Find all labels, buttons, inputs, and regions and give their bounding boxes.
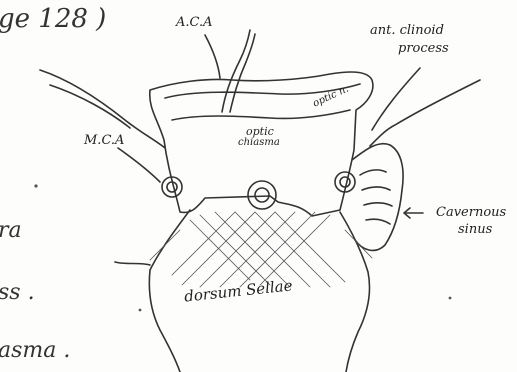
label-optic-chiasma-line1: optic — [246, 126, 274, 137]
margin-fragment-1: ra — [0, 220, 22, 242]
label-cavernous-line1: Cavernous — [436, 206, 506, 219]
label-optic-chiasma-line2: chiasma — [238, 138, 280, 148]
margin-fragment-2: ss . — [0, 282, 35, 304]
margin-fragment-3: asma . — [0, 340, 70, 362]
label-cavernous-line2: sinus — [458, 223, 492, 236]
label-ant-clinoid-line1: ant. clinoid — [370, 24, 444, 37]
cavernous-sinus-outline — [352, 144, 403, 251]
header-fragment: ge 128 ) — [0, 6, 106, 32]
pituitary-stalk — [248, 181, 276, 209]
aca-vessel — [222, 30, 250, 112]
right-dura-line — [370, 80, 480, 146]
label-mca: M.C.A — [84, 134, 124, 147]
label-aca: A.C.A — [176, 16, 213, 29]
label-ant-clinoid-line2: process — [398, 42, 449, 55]
